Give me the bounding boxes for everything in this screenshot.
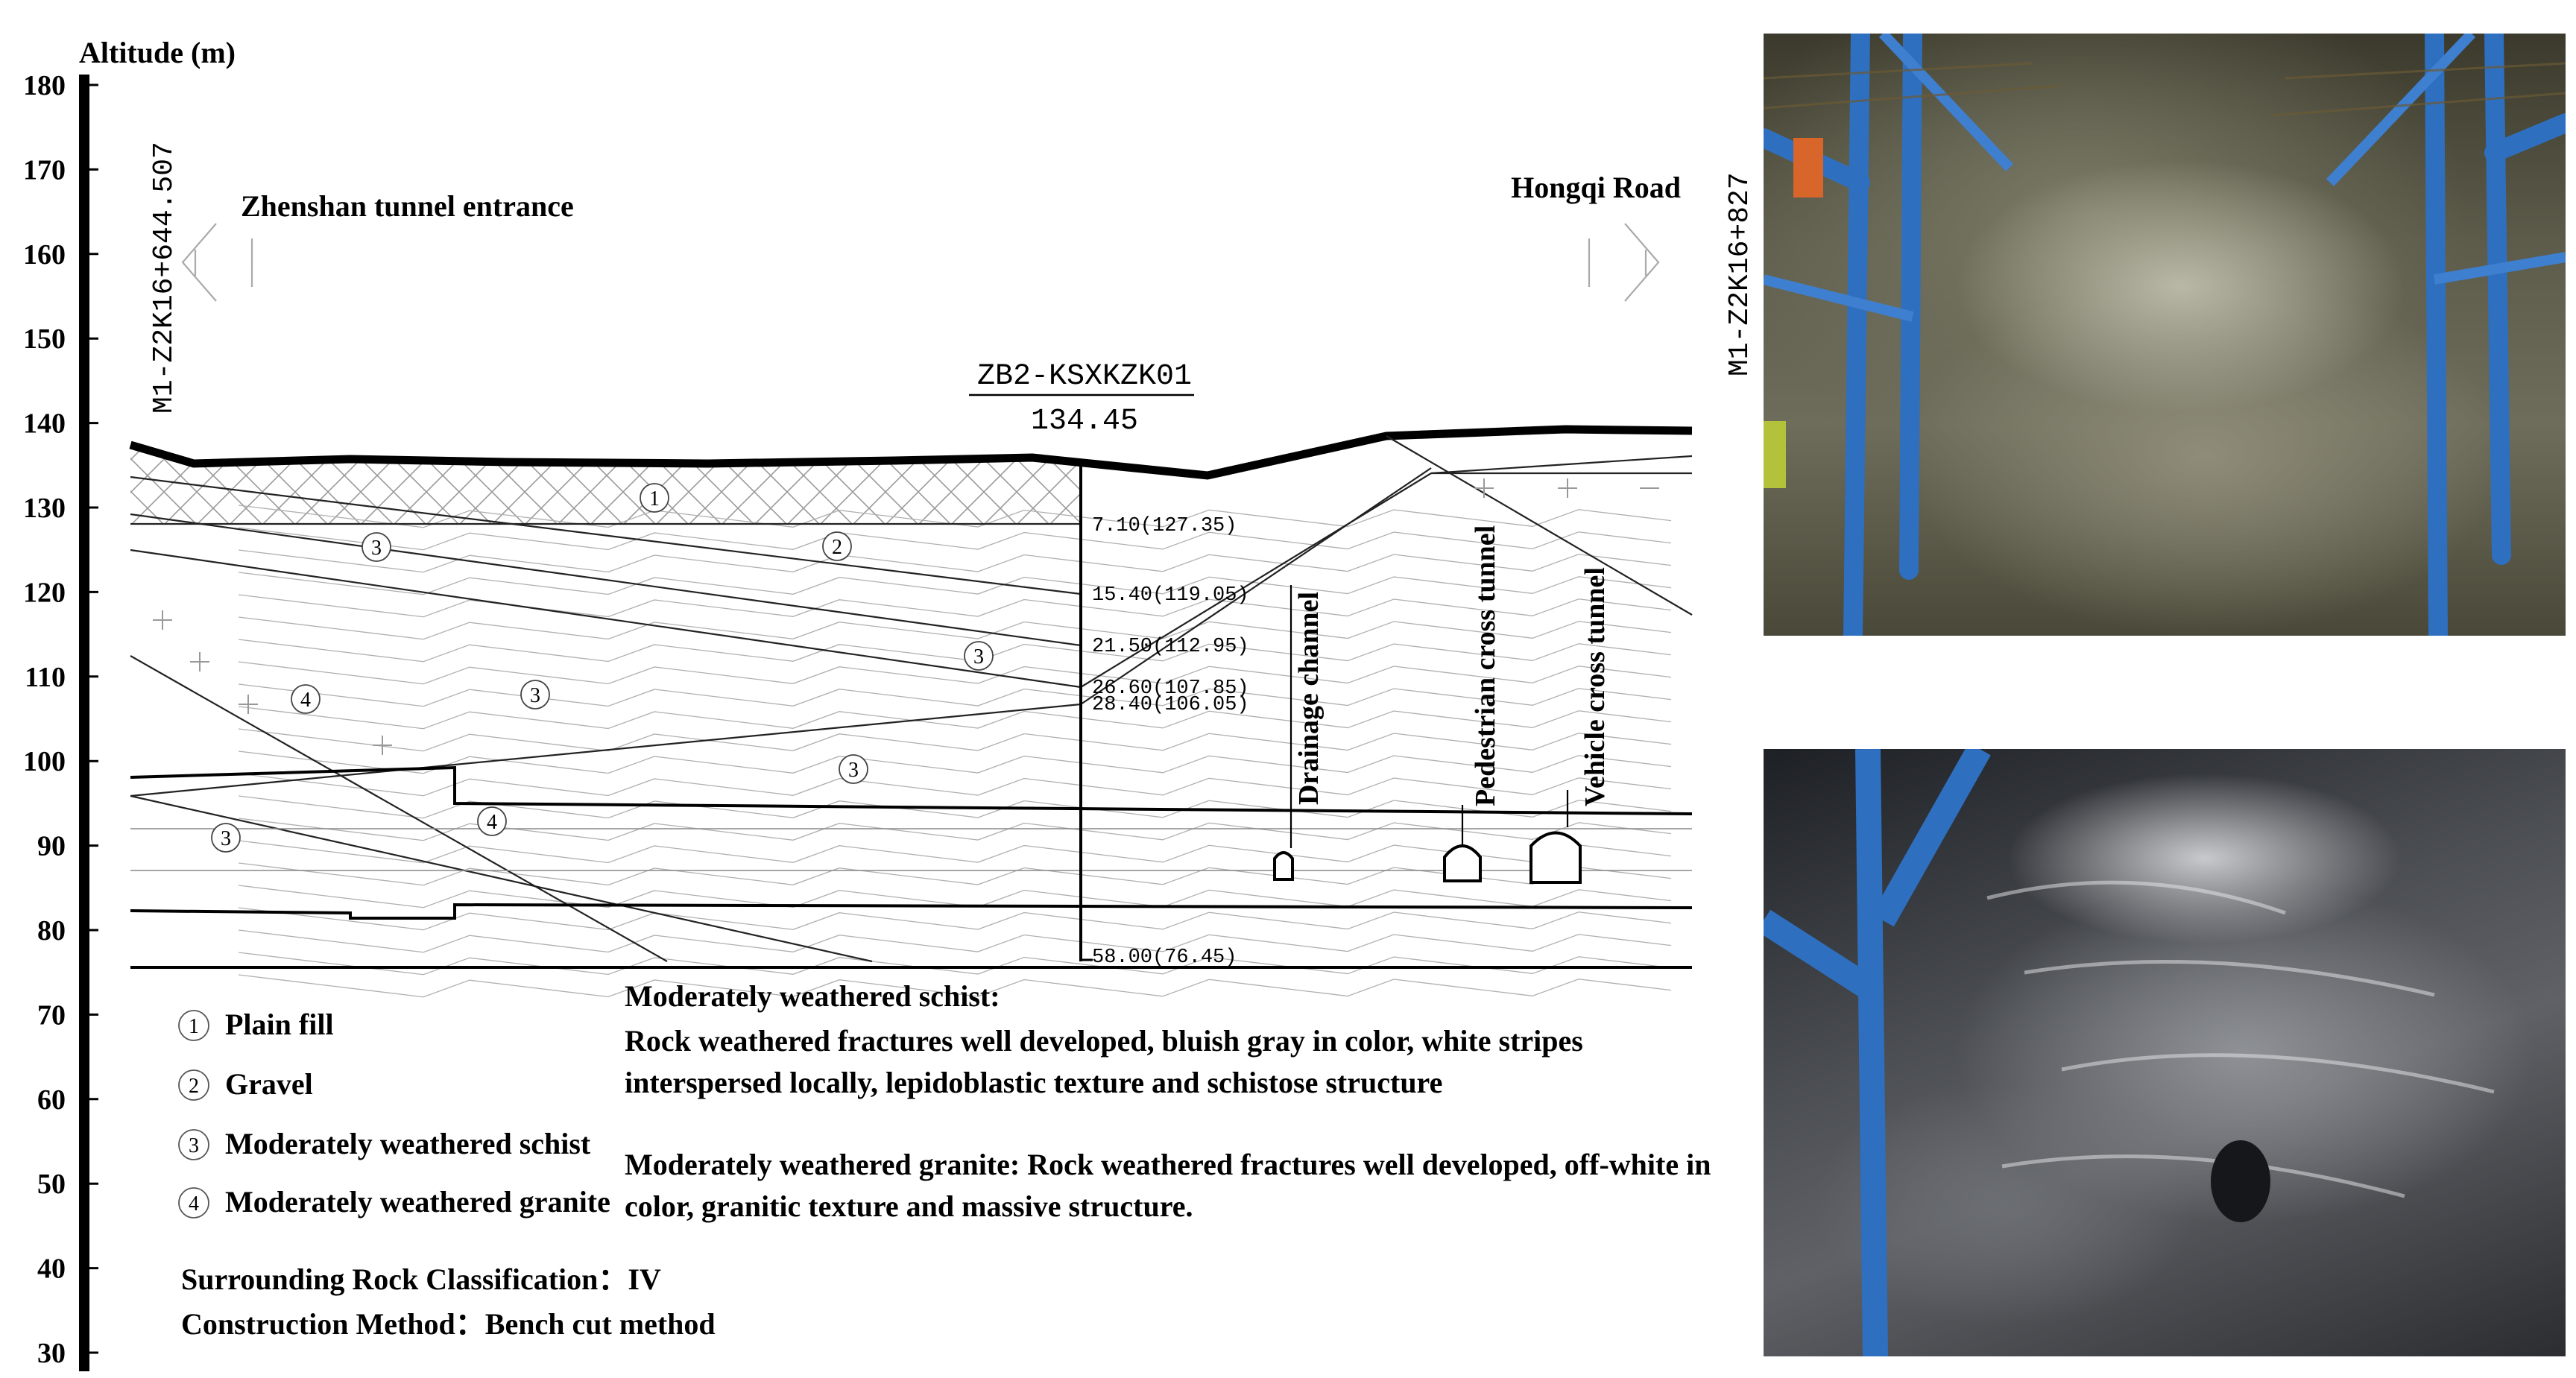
pedestrian-tunnel-profile bbox=[1443, 844, 1482, 882]
construction-method: Construction Method：Bench cut method bbox=[181, 1307, 716, 1341]
schist-description: Rock weathered fractures well developed,… bbox=[625, 1024, 1583, 1058]
axis-tick-label: 100 bbox=[23, 746, 66, 777]
schist-foliation-line bbox=[238, 907, 1672, 931]
depth-label: 58.00(76.45) bbox=[1092, 946, 1237, 969]
layer-boundaries bbox=[130, 435, 1693, 963]
legend-item-label: Moderately weathered granite bbox=[225, 1185, 610, 1219]
legend-item-label: Gravel bbox=[225, 1067, 313, 1101]
schist-foliation-line bbox=[238, 728, 1672, 752]
steel-arch-supports bbox=[1764, 34, 2566, 636]
schist-foliation-line bbox=[238, 549, 1672, 573]
ground-surface bbox=[129, 425, 1693, 480]
axis-tick-label: 170 bbox=[23, 154, 66, 186]
axis-tick-label: 140 bbox=[23, 408, 66, 440]
tunnel-face-photo-bottom bbox=[1764, 749, 2566, 1356]
schist-foliation-line bbox=[238, 750, 1672, 774]
schist-foliation-line bbox=[238, 818, 1672, 841]
granite-description: color, granitic texture and massive stru… bbox=[625, 1189, 1193, 1223]
svg-text:1: 1 bbox=[189, 1015, 199, 1038]
borehole-elevation: 134.45 bbox=[1031, 405, 1138, 438]
schist-foliation-line bbox=[238, 616, 1672, 640]
schist-foliation-line bbox=[238, 706, 1672, 730]
axis-tick-label: 80 bbox=[37, 915, 66, 946]
left-direction-label: Zhenshan tunnel entrance bbox=[241, 189, 574, 223]
depth-label: 7.10(127.35) bbox=[1092, 515, 1237, 537]
layer-markers: 1 2 3 3 3 3 3 4 4 bbox=[211, 483, 994, 853]
right-direction-label: Hongqi Road bbox=[1511, 171, 1681, 204]
layer-marker: 3 bbox=[221, 827, 231, 850]
layer-marker: 3 bbox=[530, 684, 540, 707]
tunnel-leaders bbox=[1289, 585, 1569, 848]
layer-marker: 3 bbox=[371, 537, 382, 560]
axis-tick-label: 90 bbox=[37, 831, 66, 862]
layer-marker: 3 bbox=[973, 645, 984, 669]
schist-description: interspersed locally, lepidoblastic text… bbox=[625, 1066, 1442, 1099]
axis-tick-label: 120 bbox=[23, 577, 66, 608]
axis-title: Altitude (m) bbox=[79, 36, 236, 69]
depth-label: 21.50(112.95) bbox=[1092, 636, 1249, 658]
depth-label: 15.40(119.05) bbox=[1092, 584, 1249, 607]
granite-symbols bbox=[153, 478, 1659, 755]
axis-tick-label: 130 bbox=[23, 493, 66, 524]
axis-tick-label: 70 bbox=[37, 999, 66, 1031]
tunnel-face-photo-top bbox=[1764, 34, 2566, 636]
rock-classification: Surrounding Rock Classification：IV bbox=[181, 1262, 661, 1296]
pedestrian-tunnel-label: Pedestrian cross tunnel bbox=[1470, 525, 1501, 806]
axis-tick-label: 30 bbox=[37, 1338, 66, 1369]
layer-marker: 2 bbox=[832, 536, 842, 559]
schist-foliation-line bbox=[238, 840, 1672, 864]
schist-foliation-line bbox=[238, 773, 1672, 797]
schist-foliation bbox=[238, 505, 1672, 998]
schist-foliation-line bbox=[238, 594, 1672, 618]
layer-marker: 4 bbox=[300, 689, 311, 712]
depth-labels: 7.10(127.35) 15.40(119.05) 21.50(112.95)… bbox=[1092, 515, 1249, 969]
schist-foliation-line bbox=[238, 572, 1672, 595]
granite-description: Moderately weathered granite: Rock weath… bbox=[625, 1148, 1711, 1181]
axis-tick-label: 110 bbox=[25, 662, 66, 693]
vehicle-tunnel-profile bbox=[1530, 831, 1582, 884]
vehicle-tunnel-label: Vehicle cross tunnel bbox=[1579, 567, 1611, 806]
schist-foliation-line bbox=[238, 683, 1672, 707]
layer-marker: 4 bbox=[487, 811, 497, 834]
schist-description-title: Moderately weathered schist: bbox=[625, 979, 1000, 1013]
axis-tick-label: 160 bbox=[23, 239, 66, 271]
schist-foliation-line bbox=[238, 527, 1672, 551]
layer-marker: 3 bbox=[848, 759, 859, 782]
legend-item-label: Moderately weathered schist bbox=[225, 1127, 591, 1160]
schist-foliation-line bbox=[238, 661, 1672, 685]
tunnel-profiles bbox=[1273, 831, 1582, 884]
drainage-channel-profile bbox=[1273, 851, 1294, 881]
schist-foliation-line bbox=[238, 885, 1672, 908]
depth-label: 28.40(106.05) bbox=[1092, 694, 1249, 716]
schist-foliation-line bbox=[238, 929, 1672, 953]
schist-foliation-line bbox=[238, 862, 1672, 886]
legend: 1 2 3 4 Plain fill Gravel Moderately wea… bbox=[178, 979, 1711, 1341]
depth-label: 26.60(107.85) bbox=[1092, 677, 1249, 700]
axis-ticks: 180 170 160 150 140 130 120 110 100 90 80 70 60 50 40 3… bbox=[23, 70, 98, 1369]
left-station: M1-Z2K16+644.507 bbox=[148, 142, 180, 414]
steel-arch-supports bbox=[1764, 749, 2495, 1356]
axis-tick-label: 40 bbox=[37, 1254, 66, 1285]
direction-arrows bbox=[181, 223, 1660, 302]
layer-marker: 1 bbox=[649, 487, 660, 511]
axis-tick-label: 150 bbox=[23, 323, 66, 355]
tunnel-horizon-lines bbox=[130, 765, 1693, 969]
schist-foliation-line bbox=[238, 639, 1672, 663]
svg-text:2: 2 bbox=[189, 1075, 199, 1098]
drainage-channel-label: Drainage channel bbox=[1293, 592, 1325, 805]
altitude-axis bbox=[79, 75, 89, 1371]
legend-item-label: Plain fill bbox=[225, 1008, 334, 1041]
schist-foliation-line bbox=[238, 974, 1672, 998]
axis-tick-label: 180 bbox=[23, 70, 66, 101]
svg-text:3: 3 bbox=[189, 1134, 199, 1157]
borehole-name: ZB2-KSXKZK01 bbox=[977, 360, 1192, 394]
svg-text:4: 4 bbox=[189, 1192, 199, 1216]
schist-foliation-line bbox=[238, 952, 1672, 976]
right-station: M1-Z2K16+827 bbox=[1724, 172, 1756, 376]
axis-tick-label: 60 bbox=[37, 1084, 66, 1116]
axis-tick-label: 50 bbox=[37, 1169, 66, 1200]
